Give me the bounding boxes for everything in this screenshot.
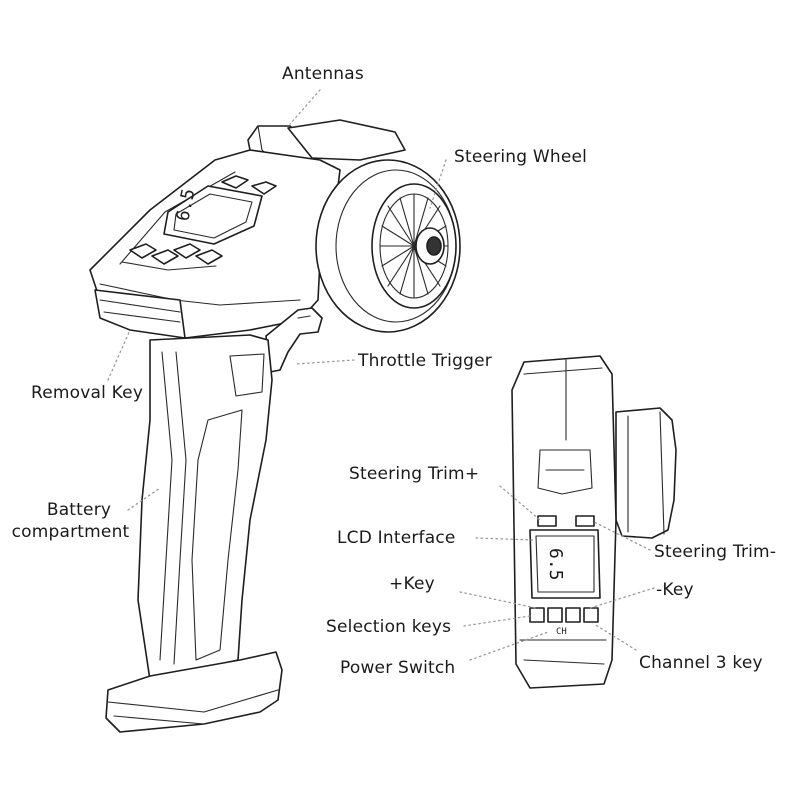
leader-antennas (289, 89, 321, 125)
lcd-readout-front: 6.5 (545, 548, 566, 581)
label-plus-key: +Key (389, 574, 435, 594)
front-lcd (529, 529, 601, 599)
front-steering-wheel (615, 407, 677, 539)
channel-marker: CH (556, 627, 567, 637)
leader-steering-wheel (429, 159, 447, 209)
leader-lines (107, 89, 655, 661)
label-minus-key: -Key (656, 580, 694, 600)
label-lcd-interface: LCD Interface (337, 528, 456, 548)
grip-handle (137, 334, 273, 681)
label-steering-trim-plus: Steering Trim+ (349, 464, 480, 484)
label-channel-3-key: Channel 3 key (639, 653, 763, 673)
front-body (511, 355, 617, 689)
front-bezel (94, 289, 186, 339)
label-removal-key: Removal Key (31, 383, 144, 403)
leader-throttle-trigger (295, 359, 355, 365)
lcd-reading-front: 6.5 (545, 548, 566, 581)
leader-removal-key (107, 329, 131, 381)
throttle-trigger (265, 307, 323, 373)
label-selection-keys: Selection keys (326, 617, 452, 637)
label-antennas: Antennas (282, 64, 364, 84)
leader-lcd-interface (475, 537, 535, 541)
transmitter-front-view (511, 355, 677, 689)
leader-steering-trim-minus (593, 521, 651, 551)
leader-selection-keys (463, 615, 531, 627)
label-battery-line2: compartment (11, 522, 130, 542)
leader-steering-trim-plus (499, 485, 541, 521)
label-steering-wheel: Steering Wheel (454, 147, 588, 167)
leader-channel-3-key (593, 623, 637, 651)
leader-minus-key (589, 587, 655, 609)
antenna-fin (287, 119, 406, 161)
lcd-panel-side (163, 185, 263, 245)
grip-base (105, 651, 283, 733)
label-throttle-trigger: Throttle Trigger (358, 351, 492, 371)
leader-battery (127, 487, 161, 511)
leader-power-switch (469, 631, 549, 661)
label-steering-trim-minus: Steering Trim- (654, 542, 777, 562)
leader-plus-key (459, 591, 537, 609)
label-battery-line1: Battery (46, 500, 112, 520)
transmitter-side-view (89, 119, 461, 733)
label-power-switch: Power Switch (340, 658, 456, 678)
